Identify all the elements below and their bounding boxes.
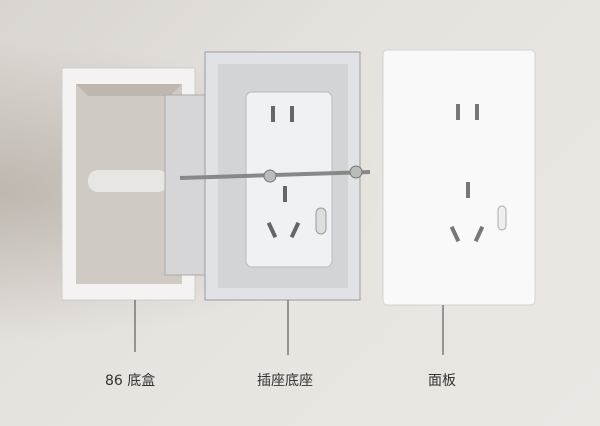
- label-socket-base: 插座底座: [257, 373, 313, 389]
- socket-base: [164, 51, 371, 301]
- panel: [382, 49, 536, 306]
- label-panel: 面板: [428, 373, 456, 389]
- label-back-box: 86 底盒: [105, 373, 156, 389]
